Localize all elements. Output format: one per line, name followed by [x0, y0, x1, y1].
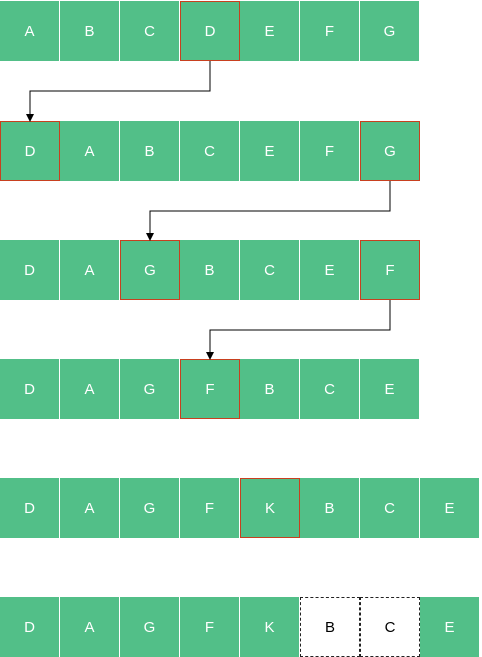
array-cell: G	[120, 478, 180, 538]
array-cell: E	[240, 1, 300, 61]
array-cell: D	[0, 240, 60, 300]
array-cell: A	[60, 240, 120, 300]
array-cell: E	[420, 478, 480, 538]
array-cell: A	[0, 1, 60, 61]
highlighted-cell: D	[0, 121, 60, 181]
array-cell: E	[240, 121, 300, 181]
array-cell: K	[240, 597, 300, 657]
array-cell: A	[60, 359, 120, 419]
highlighted-cell: K	[240, 478, 300, 538]
move-arrow	[26, 61, 211, 122]
array-cell: E	[420, 597, 480, 657]
array-cell: F	[180, 597, 240, 657]
array-cell: G	[120, 359, 180, 419]
array-cell: B	[240, 359, 300, 419]
highlighted-cell: G	[360, 121, 420, 181]
array-cell: A	[60, 597, 120, 657]
highlighted-cell: F	[180, 359, 240, 419]
array-cell: B	[300, 478, 360, 538]
array-cell: A	[60, 121, 120, 181]
highlighted-cell: D	[180, 1, 240, 61]
array-cell: G	[120, 597, 180, 657]
array-cell: C	[180, 121, 240, 181]
array-cell: E	[300, 240, 360, 300]
array-cell: D	[0, 359, 60, 419]
array-cell: D	[0, 478, 60, 538]
array-cell: G	[360, 1, 420, 61]
array-cell: A	[60, 478, 120, 538]
array-cell: B	[60, 1, 120, 61]
array-cell: F	[300, 121, 360, 181]
array-cell: B	[180, 240, 240, 300]
array-cell: F	[300, 1, 360, 61]
array-cell: C	[120, 1, 180, 61]
move-arrow	[206, 300, 391, 360]
move-arrow	[146, 181, 391, 241]
highlighted-cell: F	[360, 240, 420, 300]
removed-cell: B	[300, 597, 360, 657]
array-cell: D	[0, 597, 60, 657]
array-cell: C	[300, 359, 360, 419]
removed-cell: C	[360, 597, 420, 657]
array-cell: C	[360, 478, 420, 538]
array-cell: C	[240, 240, 300, 300]
array-cell: B	[120, 121, 180, 181]
array-cell: E	[360, 359, 420, 419]
array-cell: F	[180, 478, 240, 538]
